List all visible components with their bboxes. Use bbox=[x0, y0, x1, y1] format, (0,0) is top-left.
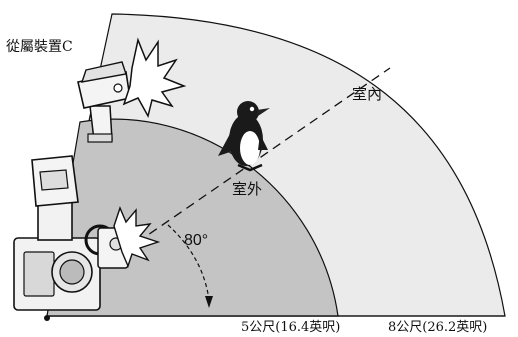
angle-arrowhead bbox=[205, 296, 213, 308]
angle-label: 80° bbox=[184, 232, 209, 249]
flash-burst-icon bbox=[113, 206, 161, 268]
outdoor-label: 室外 bbox=[232, 180, 263, 198]
flash-axis-line bbox=[99, 67, 391, 269]
indoor-range-label: 8公尺(26.2英呎) bbox=[388, 320, 488, 335]
origin-dot bbox=[44, 315, 50, 321]
slave-flash-icon bbox=[77, 61, 131, 143]
penguin-icon bbox=[218, 101, 270, 172]
outdoor-range-label: 5公尺(16.4英呎) bbox=[241, 320, 341, 335]
flash-burst-icon bbox=[122, 37, 187, 119]
angle-arc bbox=[167, 224, 210, 301]
camera-with-flash-icon bbox=[13, 155, 129, 311]
indoor-label: 室內 bbox=[352, 85, 383, 103]
slave-unit-label: 從屬裝置C bbox=[6, 39, 73, 55]
